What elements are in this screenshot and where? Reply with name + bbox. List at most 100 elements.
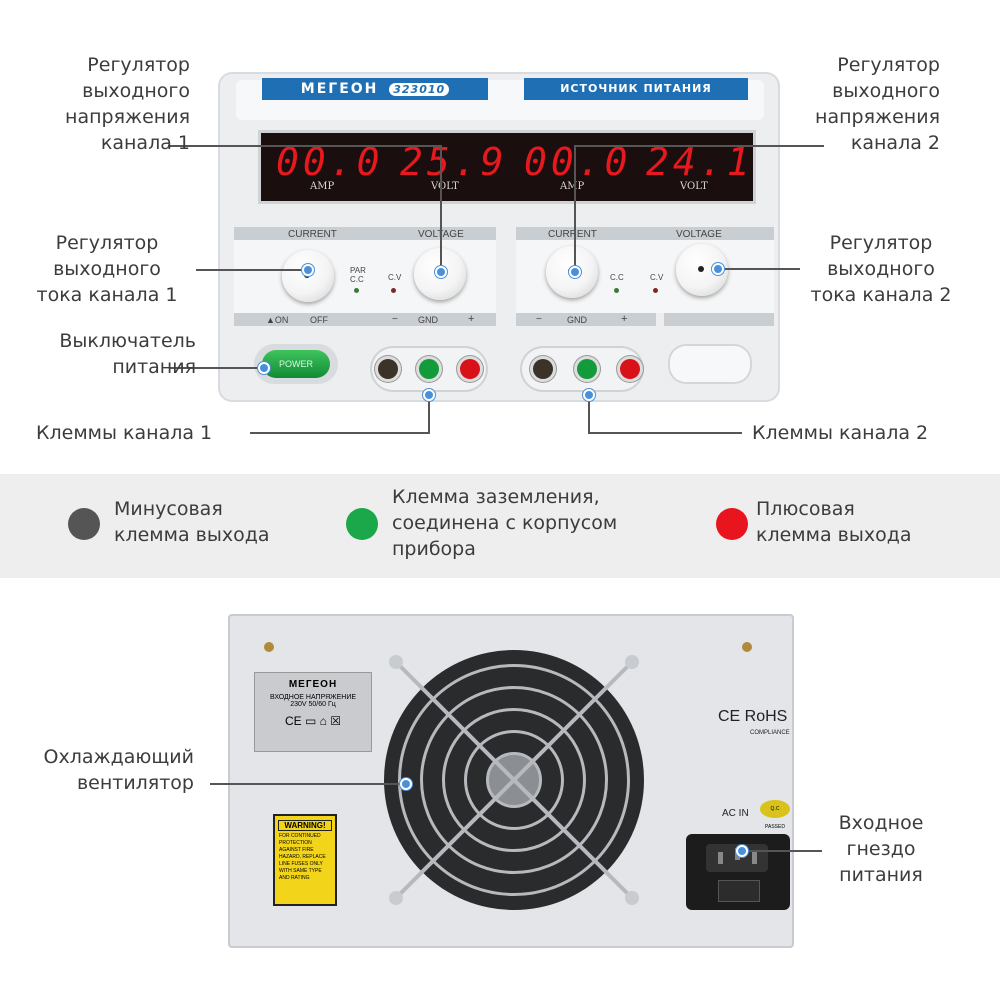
ch2-voltage-label: VOLTAGE xyxy=(676,229,722,240)
callout-current-ch1: Регулятор выходного тока канала 1 xyxy=(36,232,178,306)
callout-voltage-ch1: Регулятор выходного напряжения канала 1 xyxy=(65,54,190,154)
callout-dot-current-ch1 xyxy=(302,264,314,276)
warning-label: WARNING! FOR CONTINUED PROTECTION AGAINS… xyxy=(273,814,337,906)
ch2-volt-unit: VOLT xyxy=(680,181,708,192)
fan-grille-ring-2 xyxy=(420,686,608,874)
callout-voltage-ch2: Регулятор выходного напряжения канала 2 xyxy=(815,54,940,154)
ch2-cv-led xyxy=(653,288,658,293)
ch1-gnd-terminal[interactable] xyxy=(419,359,439,379)
callout-line-voltage-ch2-v xyxy=(574,145,576,271)
ch1-amp-unit: AMP xyxy=(310,181,335,192)
callout-line-terminals-ch1-v xyxy=(428,394,430,434)
rear-screw-tl xyxy=(264,642,274,652)
socket-pin-right xyxy=(752,852,757,864)
device-name-label: ИСТОЧНИК ПИТАНИЯ xyxy=(560,82,712,95)
ch1-volt-readout: 25.9 xyxy=(400,140,508,184)
led-display xyxy=(258,130,756,204)
terminal-legend xyxy=(0,474,1000,578)
callout-dot-voltage-ch1 xyxy=(435,266,447,278)
callout-terminals-ch1: Клеммы канала 1 xyxy=(36,422,213,444)
ch2-amp-unit: AMP xyxy=(560,181,585,192)
blank-panel-cover xyxy=(668,344,752,384)
ce-rohs-mark: CE RoHS xyxy=(718,708,788,725)
ch1-current-label: CURRENT xyxy=(288,229,337,240)
rating-plate: МЕГЕОН ВХОДНОЕ НАПРЯЖЕНИЕ 230V 50/60 Гц … xyxy=(254,672,372,752)
power-switch-label: POWER xyxy=(278,359,313,369)
callout-dot-terminals-ch2 xyxy=(583,389,595,401)
callout-dot-voltage-ch2 xyxy=(569,266,581,278)
ch1-par-label: PAR xyxy=(350,266,366,275)
ch2-cv-label: C.V xyxy=(650,273,664,282)
ch2-cc-label: C.C xyxy=(610,273,624,282)
callout-line-voltage-ch1 xyxy=(168,145,442,147)
ch2-bottom-label-bar xyxy=(516,313,656,326)
ch1-top-label-bar xyxy=(234,227,496,240)
fuse-holder[interactable] xyxy=(718,880,760,902)
ch1-cc-led xyxy=(354,288,359,293)
ch1-cc-label: C.C xyxy=(350,275,364,284)
ch1-minus-terminal[interactable] xyxy=(378,359,398,379)
ch1-bottom-label-bar xyxy=(234,313,496,326)
ch2-volt-readout: 24.1 xyxy=(646,140,754,184)
callout-line-voltage-ch2 xyxy=(574,145,824,147)
callout-line-fan xyxy=(210,783,406,785)
ch2-plus-label: + xyxy=(621,313,628,325)
fan-grille-wires xyxy=(389,655,639,905)
plate-line2: 230V 50/60 Гц xyxy=(290,701,336,708)
qc-sticker-text: Q.C PASSED xyxy=(765,806,785,830)
legend-plus-dot xyxy=(716,508,748,540)
ch2-gnd-terminal[interactable] xyxy=(577,359,597,379)
callout-dot-terminals-ch1 xyxy=(423,389,435,401)
callout-dot-socket xyxy=(736,845,748,857)
callout-terminals-ch2: Клеммы канала 2 xyxy=(752,422,929,444)
callout-line-terminals-ch2 xyxy=(588,432,742,434)
ch2-minus-terminal[interactable] xyxy=(533,359,553,379)
ch2-current-label: CURRENT xyxy=(548,229,597,240)
compliance-label: COMPLIANCE xyxy=(750,730,790,736)
brand-bar: МЕГЕОН 323010 xyxy=(262,78,488,100)
qc-sticker: Q.C PASSED xyxy=(760,800,790,830)
callout-current-ch2: Регулятор выходного тока канала 2 xyxy=(810,232,952,306)
legend-minus-dot xyxy=(68,508,100,540)
plate-cert-icons: CE ▭ ⌂ ☒ xyxy=(284,714,341,728)
callout-line-current-ch2 xyxy=(718,268,800,270)
callout-dot-fan xyxy=(400,778,412,790)
ch1-gnd-label: GND xyxy=(418,315,438,325)
device-name-bar: ИСТОЧНИК ПИТАНИЯ xyxy=(524,78,748,100)
callout-power-switch: Выключатель питания xyxy=(59,330,196,378)
socket-pin-left xyxy=(718,852,723,864)
power-switch[interactable]: POWER xyxy=(262,350,330,378)
ch1-amp-readout: 00.0 xyxy=(276,140,384,184)
ch1-minus-label: − xyxy=(392,314,398,325)
legend-minus-text: Минусовая клемма выхода xyxy=(114,498,270,546)
ch2-top-label-bar xyxy=(516,227,774,240)
callout-input-socket: Входное гнездо питания xyxy=(838,812,924,886)
ch2-cc-led xyxy=(614,288,619,293)
ch1-plus-terminal[interactable] xyxy=(460,359,480,379)
callout-line-current-ch1 xyxy=(196,269,308,271)
ch2-gnd-label: GND xyxy=(567,315,587,325)
ch1-cv-led xyxy=(391,288,396,293)
legend-ground-text: Клемма заземления, соединена с корпусом … xyxy=(392,486,618,560)
callout-dot-power xyxy=(258,362,270,374)
plate-brand: МЕГЕОН xyxy=(288,679,338,690)
ch2-amp-readout: 00.0 xyxy=(524,140,632,184)
callout-dot-current-ch2 xyxy=(712,263,724,275)
fan-grille-ring-4 xyxy=(464,730,564,830)
callout-line-voltage-ch1-v xyxy=(440,145,442,271)
callout-line-socket xyxy=(742,850,822,852)
rear-screw-tr xyxy=(742,642,752,652)
callout-line-terminals-ch2-v xyxy=(588,394,590,434)
ch1-plus-label: + xyxy=(468,313,475,325)
callout-line-terminals-ch1 xyxy=(250,432,430,434)
ch2-minus-label: − xyxy=(536,314,542,325)
ch1-current-knob[interactable] xyxy=(282,250,334,302)
warning-text: FOR CONTINUED PROTECTION AGAINST FIRE HA… xyxy=(279,833,326,881)
legend-plus-text: Плюсовая клемма выхода xyxy=(756,498,912,546)
callout-line-power xyxy=(170,367,264,369)
bottom-right-bar xyxy=(664,313,774,326)
brand-logo: МЕГЕОН xyxy=(300,81,379,97)
ch2-plus-terminal[interactable] xyxy=(620,359,640,379)
legend-ground-dot xyxy=(346,508,378,540)
fan-grille-ring-1 xyxy=(398,664,630,896)
